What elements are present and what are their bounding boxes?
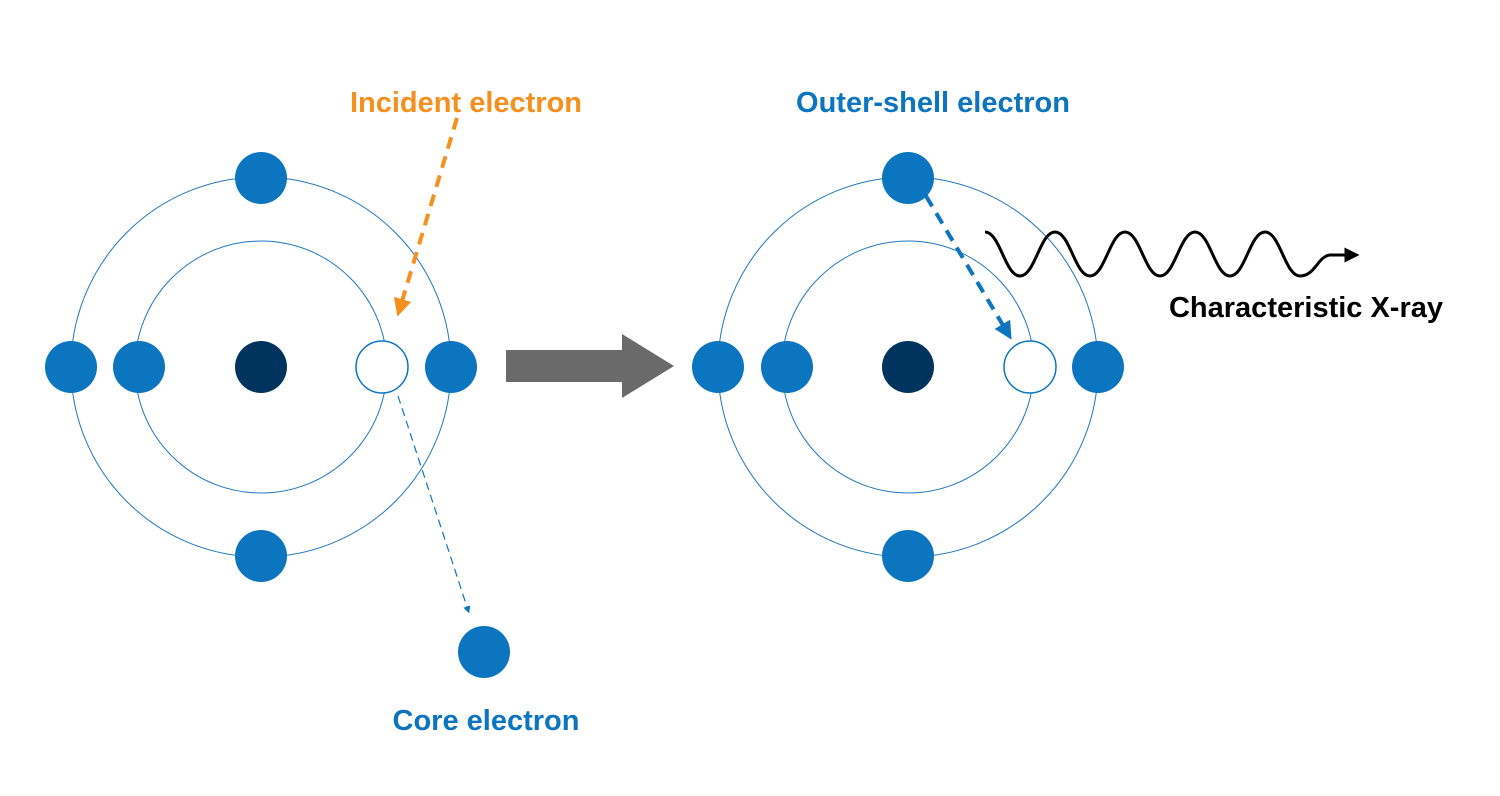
outer-shell-electron-label: Outer-shell electron — [796, 87, 1070, 119]
outer-electron-top — [882, 152, 934, 204]
incident-electron-arrow — [393, 117, 459, 317]
characteristic-x-ray-label: Characteristic X-ray — [1169, 292, 1443, 324]
vacancy — [1003, 340, 1057, 394]
ejected-core-electron — [458, 626, 510, 678]
outer-electron-bottom — [882, 530, 934, 582]
vacancy — [355, 340, 409, 394]
incident-electron-label: Incident electron — [350, 87, 582, 119]
nucleus — [882, 341, 934, 393]
outer-electron-top — [235, 152, 287, 204]
outer-electron-bottom — [235, 530, 287, 582]
inner-electron-left — [113, 341, 165, 393]
outer-electron-right — [1072, 341, 1124, 393]
outer-electron-right — [425, 341, 477, 393]
outer-electron-left — [692, 341, 744, 393]
nucleus — [235, 341, 287, 393]
process-arrow — [506, 334, 674, 398]
outer-electron-left — [45, 341, 97, 393]
inner-electron-left — [761, 341, 813, 393]
atom-before — [45, 152, 477, 582]
core-electron-label: Core electron — [393, 705, 580, 737]
x-ray-wave — [984, 230, 1360, 278]
core-electron-ejection-arrow — [397, 395, 471, 614]
atom-after — [692, 152, 1124, 582]
electron-transition-arrow — [924, 194, 1012, 340]
